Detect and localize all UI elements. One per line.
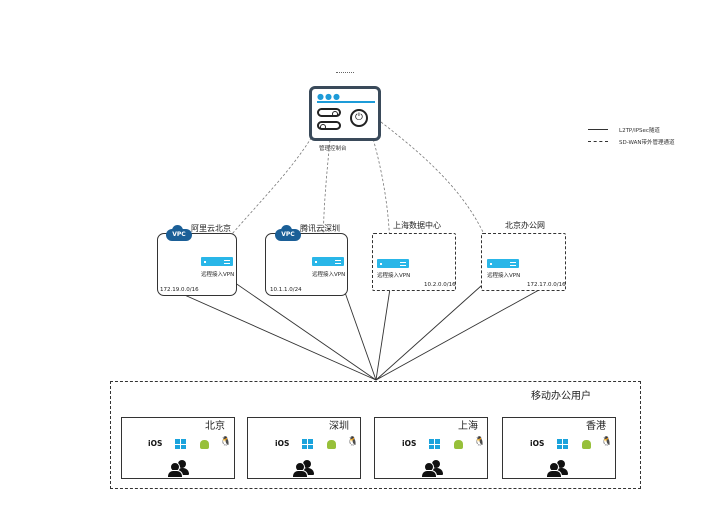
users-icon [421, 460, 443, 478]
vpn-gateway-icon [487, 259, 519, 268]
city-name: 深圳 [329, 421, 349, 432]
toggle-icon [317, 108, 341, 117]
site-cidr: 172.19.0.0/16 [160, 287, 199, 293]
mgmt-link-tencent [322, 139, 331, 257]
ios-icon: iOS [275, 439, 290, 448]
site-cidr: 10.1.1.0/24 [270, 287, 302, 293]
users-icon [167, 460, 189, 478]
vpc-cloud-icon: VPC [166, 225, 192, 241]
vpn-gateway-icon [377, 259, 409, 268]
mgmt-link-bjoffice [380, 121, 494, 258]
linux-icon: 🐧 [220, 437, 232, 447]
mobile-users-title: 移动办公用户 [531, 391, 591, 402]
ios-icon: iOS [402, 439, 417, 448]
android-icon [454, 439, 463, 449]
ios-icon: iOS [148, 439, 163, 448]
site-title: 阿里云北京 [191, 224, 231, 233]
vpn-link-bjoffice [375, 268, 501, 381]
legend-dashed-line [588, 141, 608, 142]
mgmt-link-aliyun [213, 129, 317, 257]
mobile-users-group [110, 381, 641, 489]
android-icon [582, 439, 591, 449]
site-title: 上海数据中心 [393, 221, 441, 230]
legend-solid-label: L2TP/IPSec隧道 [619, 128, 660, 134]
windows-icon [557, 439, 568, 449]
vpn-link-aliyun [211, 266, 377, 381]
window-dots-icon: ●●● [317, 92, 341, 101]
city-name: 香港 [586, 421, 606, 432]
android-icon [327, 439, 336, 449]
vpn-link-aliyun-2 [161, 284, 377, 381]
city-name: 北京 [205, 421, 225, 432]
window-bar [317, 101, 375, 103]
power-icon: ⏻ [350, 109, 368, 127]
legend-solid-line [588, 129, 608, 130]
mgmt-link-shanghai [371, 134, 391, 258]
users-icon [546, 460, 568, 478]
vpn-gateway-icon [201, 257, 233, 266]
android-icon [200, 439, 209, 449]
toggle-icon [317, 121, 341, 130]
vpn-gateway-label: 远程接入VPN [487, 273, 521, 279]
users-icon [292, 460, 314, 478]
console-label: 管理控制台 [319, 146, 347, 152]
windows-icon [175, 439, 186, 449]
console-top-mark [336, 72, 354, 73]
site-title: 北京办公网 [505, 221, 545, 230]
vpn-gateway-label: 远程接入VPN [201, 272, 235, 278]
linux-icon: 🐧 [601, 437, 613, 447]
windows-icon [429, 439, 440, 449]
management-console-icon: ●●● ⏻ [309, 86, 381, 141]
site-cidr: 10.2.0.0/16 [424, 282, 456, 288]
vpn-gateway-label: 远程接入VPN [377, 273, 411, 279]
linux-icon: 🐧 [347, 437, 359, 447]
site-title: 腾讯云深圳 [300, 224, 340, 233]
vpc-cloud-icon: VPC [275, 225, 301, 241]
linux-icon: 🐧 [474, 437, 486, 447]
vpn-link-bjoffice-2 [375, 284, 549, 381]
windows-icon [302, 439, 313, 449]
site-cidr: 172.17.0.0/16 [527, 282, 566, 288]
city-name: 上海 [458, 421, 478, 432]
ios-icon: iOS [530, 439, 545, 448]
legend-dashed-label: SD-WAN带外管理通道 [619, 140, 675, 146]
vpn-gateway-icon [312, 257, 344, 266]
vpn-gateway-label: 远程接入VPN [312, 272, 346, 278]
